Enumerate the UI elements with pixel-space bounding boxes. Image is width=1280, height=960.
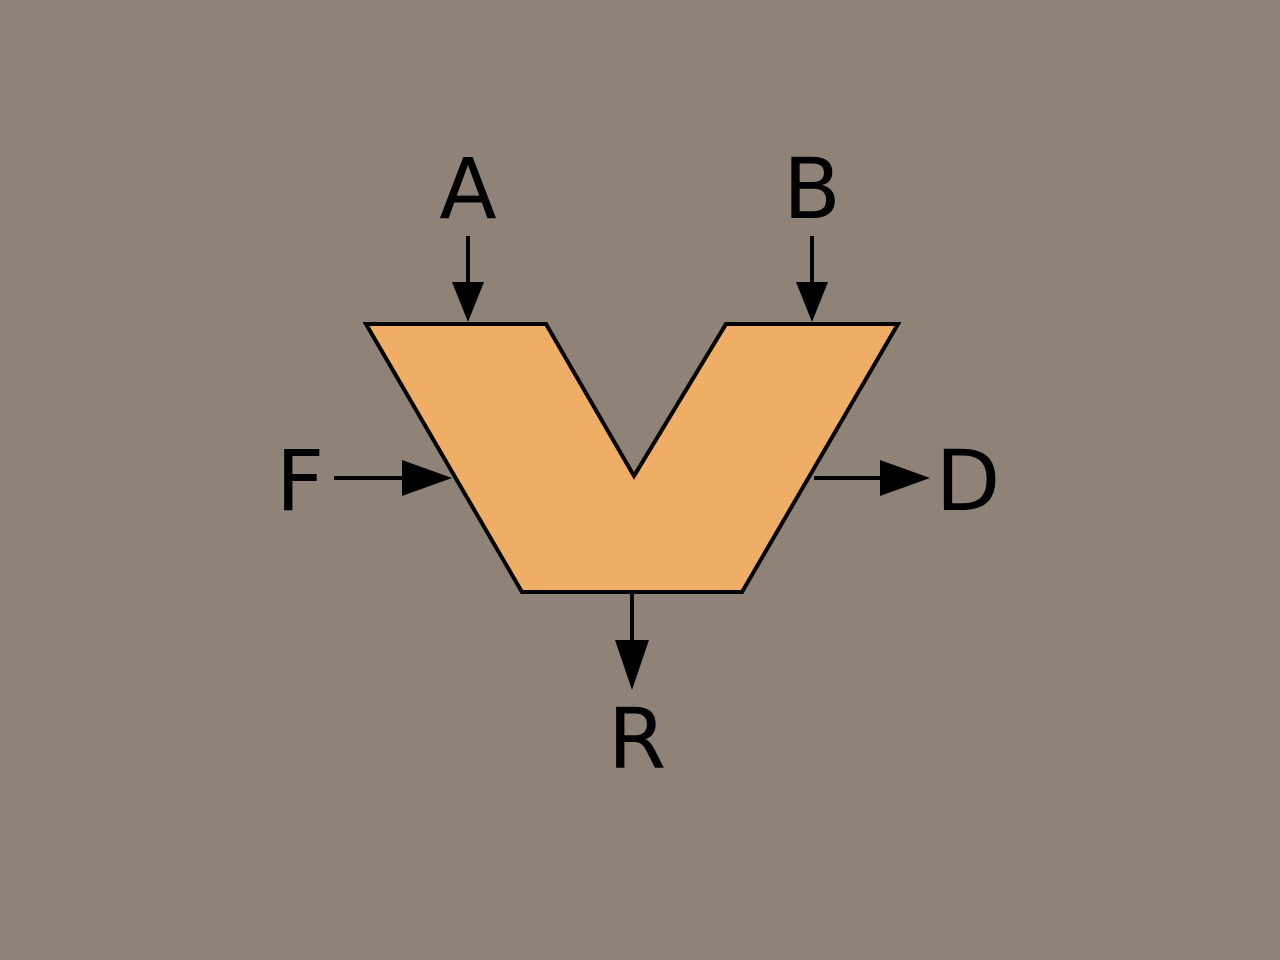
alu-shape	[362, 322, 902, 594]
arrow-input-f	[334, 460, 452, 496]
label-output-d: D	[936, 432, 1001, 530]
arrow-input-a	[452, 236, 484, 322]
arrow-output-d	[814, 460, 930, 496]
label-input-b: B	[783, 140, 841, 238]
arrow-input-b	[796, 236, 828, 322]
label-input-f: F	[276, 432, 324, 530]
label-output-r: R	[608, 690, 666, 788]
arrow-output-r	[615, 594, 649, 690]
label-input-a: A	[439, 140, 496, 238]
